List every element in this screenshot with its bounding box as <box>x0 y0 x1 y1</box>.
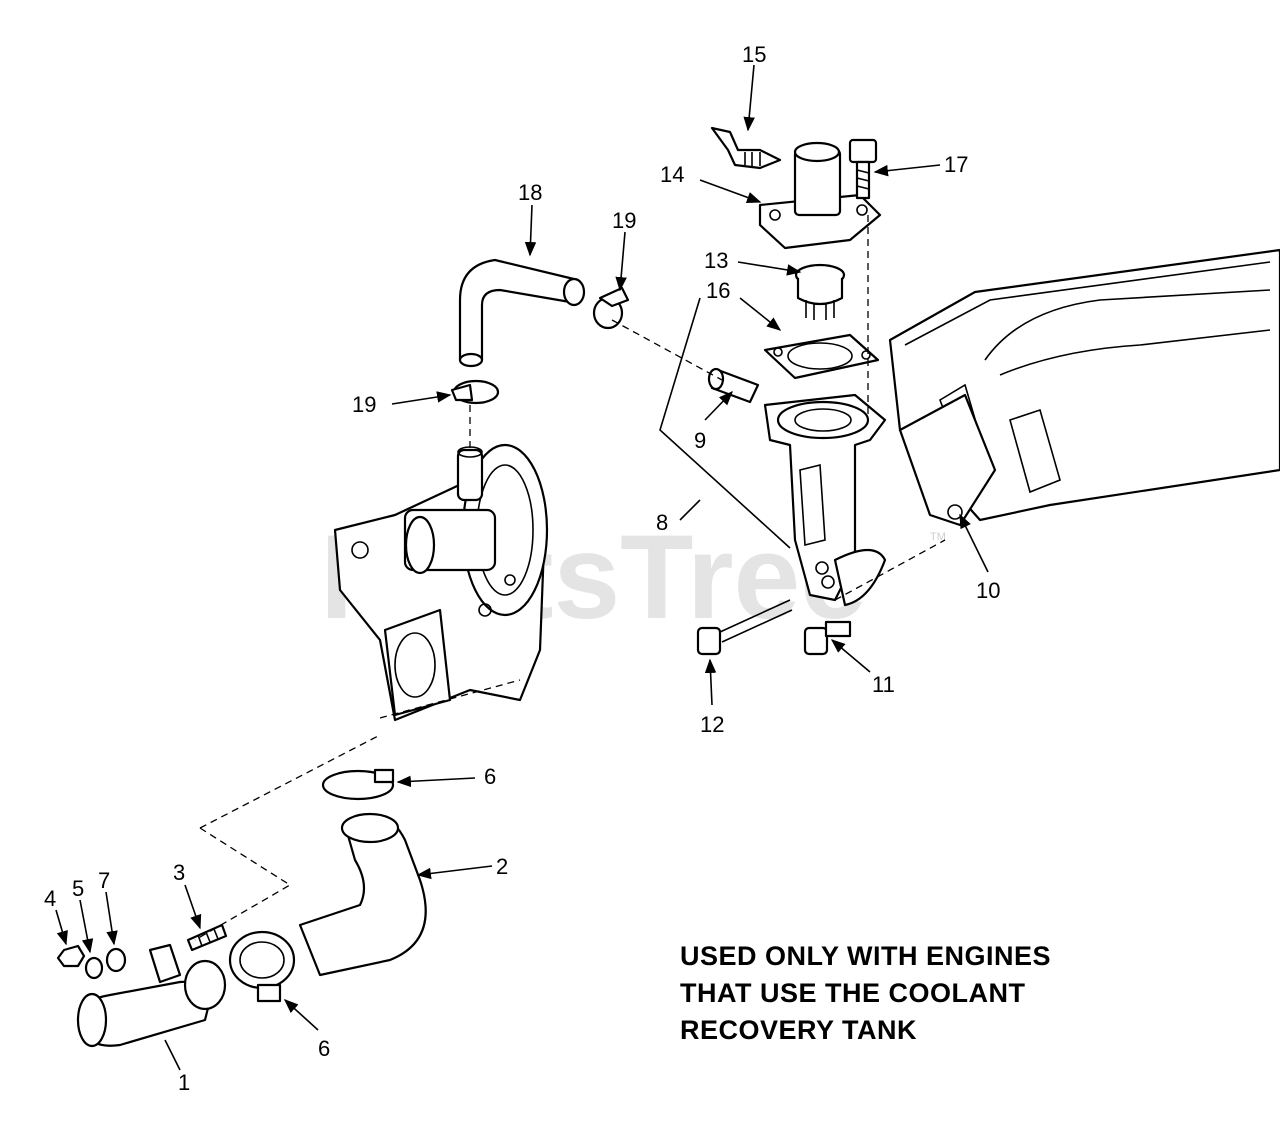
hose-clamp-19-left <box>450 379 500 405</box>
thermostat-13 <box>794 263 846 320</box>
callout-9: 9 <box>694 428 706 453</box>
bolt-12 <box>696 599 793 656</box>
leader-7 <box>105 891 118 946</box>
watermark-trademark: TM <box>930 531 946 543</box>
callout-12: 12 <box>700 712 724 737</box>
leader-4 <box>55 909 68 946</box>
hose-18 <box>458 258 586 368</box>
bracket-8 <box>659 297 791 549</box>
alignment-line-gasket <box>834 539 946 601</box>
leader-8 <box>679 499 701 521</box>
leader-16 <box>739 297 782 331</box>
leader-18 <box>524 204 537 257</box>
callout-11: 11 <box>872 672 895 697</box>
fitting-flange <box>148 943 227 1011</box>
leader-19-left <box>391 391 452 405</box>
engine-block <box>888 248 1280 527</box>
gasket-16 <box>763 333 880 380</box>
callout-19-left: 19 <box>352 392 376 417</box>
thermostat-housing <box>763 393 887 607</box>
leader-5 <box>79 899 94 954</box>
leader-9 <box>704 390 733 421</box>
callout-4: 4 <box>44 886 56 911</box>
fitting-9 <box>707 367 760 404</box>
hose-1 <box>76 980 212 1048</box>
callout-5: 5 <box>72 876 84 901</box>
leader-10 <box>959 513 989 573</box>
callout-17: 17 <box>944 152 968 177</box>
leader-19-top <box>615 231 627 292</box>
leader-3 <box>184 884 202 930</box>
stud-3 <box>186 923 228 952</box>
callout-7: 7 <box>98 868 110 893</box>
callout-1: 1 <box>178 1070 190 1095</box>
water-pump-housing <box>333 443 549 722</box>
alignment-line-hose2 <box>199 734 381 829</box>
leader-1 <box>164 1039 181 1071</box>
callout-15: 15 <box>742 42 766 67</box>
leader-13 <box>737 261 802 276</box>
callout-13: 13 <box>704 248 728 273</box>
leader-15 <box>743 64 755 132</box>
callout-8: 8 <box>656 510 668 535</box>
usage-note-line-1: USED ONLY WITH ENGINES <box>680 941 1052 971</box>
hose-clamp-6-lower <box>228 930 296 1003</box>
leader-2 <box>416 865 493 880</box>
callout-6-top: 6 <box>484 764 496 789</box>
hose-clamp-6-top <box>321 768 395 801</box>
leader-6-lower <box>283 999 319 1031</box>
callout-14: 14 <box>660 162 684 187</box>
alignment-line-pump <box>379 679 521 719</box>
usage-note: USED ONLY WITH ENGINES THAT USE THE COOL… <box>680 938 1140 1049</box>
callout-18: 18 <box>518 180 542 205</box>
bolt-11 <box>803 620 852 656</box>
callout-2: 2 <box>496 854 508 879</box>
temp-sender-15 <box>710 126 782 170</box>
bolt-17 <box>848 138 878 200</box>
callout-19-top: 19 <box>612 208 636 233</box>
leader-11 <box>830 639 871 673</box>
leader-17 <box>873 164 941 177</box>
callout-6-lower: 6 <box>318 1036 330 1061</box>
alignment-line-stud <box>194 827 292 941</box>
usage-note-line-2: THAT USE THE COOLANT <box>680 978 1026 1008</box>
leader-6-top <box>396 775 476 788</box>
callout-16: 16 <box>706 278 730 303</box>
callout-3: 3 <box>173 860 185 885</box>
leader-14 <box>699 179 762 203</box>
usage-note-line-3: RECOVERY TANK <box>680 1015 918 1045</box>
callout-10: 10 <box>976 578 1000 603</box>
leader-12 <box>704 658 717 706</box>
alignment-line-hose <box>611 319 723 381</box>
lower-hose-2 <box>298 812 427 977</box>
washers-nuts-4-5-7 <box>56 944 127 980</box>
housing-cover-14 <box>758 141 882 250</box>
hose-clamp-19-top <box>592 286 630 330</box>
